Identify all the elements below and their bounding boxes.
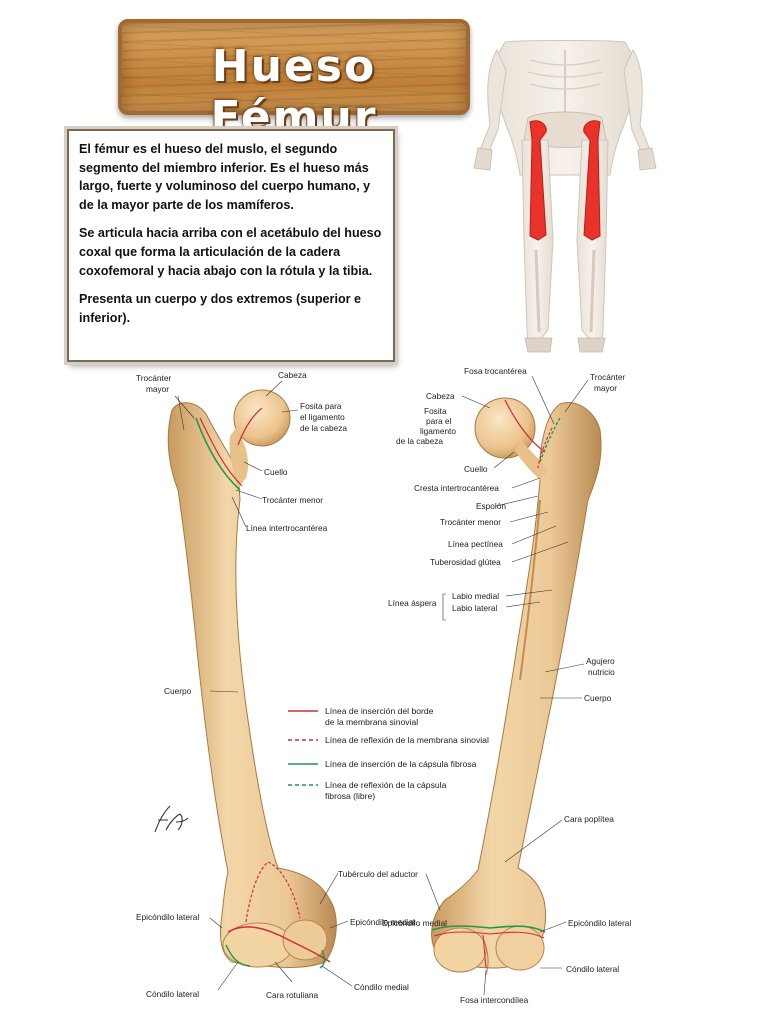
posterior-femur bbox=[431, 397, 602, 976]
label-fosa-intercondilea: Fosa intercondílea bbox=[460, 995, 529, 1005]
label-linea-aspera: Línea áspera bbox=[388, 598, 437, 608]
label-trocanter-mayor-2: mayor bbox=[594, 383, 617, 393]
label-cara-poplitea: Cara poplítea bbox=[564, 814, 614, 824]
label-epicondilo-medial: Epicóndilo medial bbox=[382, 918, 447, 928]
label-fosita-1: Fosita para bbox=[300, 401, 342, 411]
label-fosita-4: de la cabeza bbox=[396, 436, 443, 446]
intro-text-box: El fémur es el hueso del muslo, el segun… bbox=[67, 129, 395, 362]
legend-item-1-line-1: Línea de inserción del borde bbox=[325, 706, 434, 716]
label-cabeza: Cabeza bbox=[278, 370, 307, 380]
label-fosita-3: de la cabeza bbox=[300, 423, 347, 433]
label-labio-medial: Labio medial bbox=[452, 591, 499, 601]
label-tuberculo-aductor: Tubérculo del aductor bbox=[338, 869, 418, 879]
label-fosa-trocanterea: Fosa trocantérea bbox=[464, 366, 527, 376]
label-linea-pectinea: Línea pectínea bbox=[448, 539, 503, 549]
legend-item-2: Línea de reflexión de la membrana sinovi… bbox=[325, 735, 489, 745]
label-cresta-intertrocanterea: Cresta intertrocantérea bbox=[414, 483, 499, 493]
legend-item-3: Línea de inserción de la cápsula fibrosa bbox=[325, 759, 477, 769]
label-cuerpo: Cuerpo bbox=[164, 686, 192, 696]
label-fosita-2: el ligamento bbox=[300, 412, 345, 422]
legend-item-1-line-2: de la membrana sinovial bbox=[325, 717, 418, 727]
artist-signature bbox=[154, 805, 189, 833]
label-cabeza: Cabeza bbox=[426, 391, 455, 401]
label-cara-rotuliana: Cara rotuliana bbox=[266, 990, 319, 1000]
label-trocanter-menor: Trocánter menor bbox=[262, 495, 323, 505]
legend-item-4-line-2: fibrosa (libre) bbox=[325, 791, 375, 801]
label-epicondilo-medial: Epicóndilo medial bbox=[350, 917, 415, 927]
anterior-labels: Trocánter mayor Cabeza Fosita para el li… bbox=[136, 370, 418, 1000]
label-trocanter-mayor-1: Trocánter bbox=[590, 372, 625, 382]
label-trocanter-mayor-1: Trocánter bbox=[136, 373, 171, 383]
posterior-leader-lines bbox=[425, 375, 589, 996]
label-condilo-medial: Cóndilo medial bbox=[354, 982, 409, 992]
label-cuerpo: Cuerpo bbox=[584, 693, 612, 703]
legend-item-4-line-1: Línea de reflexión de la cápsula bbox=[325, 780, 447, 790]
label-agujero-nutricio-1: Agujero bbox=[586, 656, 615, 666]
label-linea-intertrocanterea: Línea intertrocantérea bbox=[246, 523, 328, 533]
posterior-labels: Fosa trocantérea Trocánter mayor Cabeza … bbox=[382, 366, 631, 1005]
label-fosita-2: para el bbox=[426, 416, 452, 426]
label-trocanter-mayor-2: mayor bbox=[146, 384, 169, 394]
anterior-leader-lines bbox=[174, 380, 353, 991]
label-cuello: Cuello bbox=[264, 467, 288, 477]
label-cuello: Cuello bbox=[464, 464, 488, 474]
label-agujero-nutricio-2: nutricio bbox=[588, 667, 615, 677]
anterior-femur bbox=[167, 389, 337, 969]
label-labio-lateral: Labio lateral bbox=[452, 603, 497, 613]
label-tuberosidad-glutea: Tuberosidad glútea bbox=[430, 557, 501, 567]
intro-paragraph-3: Presenta un cuerpo y dos extremos (super… bbox=[79, 292, 362, 325]
label-fosita-3: ligamento bbox=[420, 426, 456, 436]
diagram-legend: Línea de inserción del borde de la membr… bbox=[288, 706, 489, 801]
label-fosita-1: Fosita bbox=[424, 406, 447, 416]
label-condilo-lateral: Cóndilo lateral bbox=[566, 964, 619, 974]
label-epicondilo-lateral: Epicóndilo lateral bbox=[568, 918, 631, 928]
label-espolon: Espolón bbox=[476, 501, 506, 511]
intro-paragraph-1: El fémur es el hueso del muslo, el segun… bbox=[79, 142, 371, 212]
intro-paragraph-2: Se articula hacia arriba con el acetábul… bbox=[79, 226, 382, 278]
label-trocanter-menor: Trocánter menor bbox=[440, 517, 501, 527]
label-epicondilo-lateral: Epicóndilo lateral bbox=[136, 912, 199, 922]
label-condilo-lateral: Cóndilo lateral bbox=[146, 989, 199, 999]
